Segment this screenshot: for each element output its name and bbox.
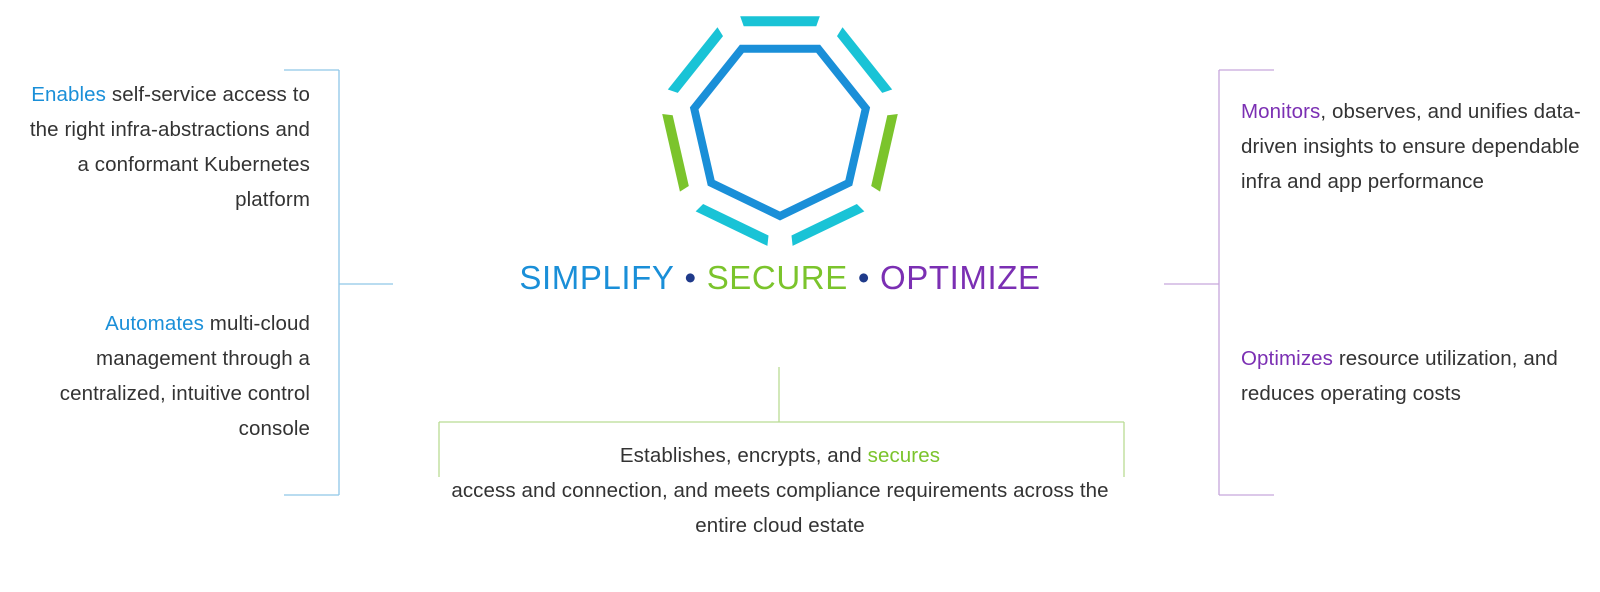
secures-description: Establishes, encrypts, and secures access…: [440, 438, 1120, 543]
logo-outer-segment: [740, 16, 820, 27]
bottom-bracket: [438, 367, 1125, 477]
monitors-description: Monitors, observes, and unifies data-dri…: [1241, 94, 1581, 199]
automates-keyword: Automates: [105, 312, 204, 335]
optimizes-text: resource utilization, and reduces operat…: [1241, 347, 1558, 405]
enables-description: Enables self-service access to the right…: [20, 77, 310, 217]
monitors-text: , observes, and unifies data-driven insi…: [1241, 100, 1581, 193]
tagline-optimize: OPTIMIZE: [879, 259, 1041, 296]
logo-outer-segment: [695, 203, 769, 246]
left-bracket: [284, 69, 393, 496]
logo-outer-segment: [836, 27, 893, 93]
optimizes-description: Optimizes resource utilization, and redu…: [1241, 341, 1581, 411]
logo-inner-heptagon: [689, 44, 871, 221]
automates-text: multi-cloud management through a central…: [59, 312, 310, 440]
secures-prefix: Establishes, encrypts, and: [619, 444, 868, 467]
secures-text: access and connection, and meets complia…: [451, 479, 1109, 537]
logo-outer-segment: [871, 114, 898, 192]
logo-outer-segment: [667, 27, 724, 93]
optimizes-keyword: Optimizes: [1241, 347, 1334, 370]
secures-keyword: secures: [867, 444, 941, 467]
enables-keyword: Enables: [31, 83, 107, 106]
heptagon-logo-icon: [662, 16, 898, 246]
tagline-secure: SECURE: [706, 259, 848, 296]
monitors-keyword: Monitors: [1241, 100, 1321, 123]
logo-outer-segment: [662, 114, 689, 192]
tagline-simplify: SIMPLIFY: [519, 259, 675, 296]
logo-outer-segment: [791, 203, 865, 246]
right-bracket: [1164, 69, 1274, 496]
tagline-separator: •: [684, 259, 697, 296]
automates-description: Automates multi-cloud management through…: [20, 306, 310, 446]
tagline-separator: •: [857, 259, 870, 296]
tagline: SIMPLIFY•SECURE•OPTIMIZE: [380, 256, 1180, 300]
enables-text: self-service access to the right infra-a…: [29, 83, 310, 211]
